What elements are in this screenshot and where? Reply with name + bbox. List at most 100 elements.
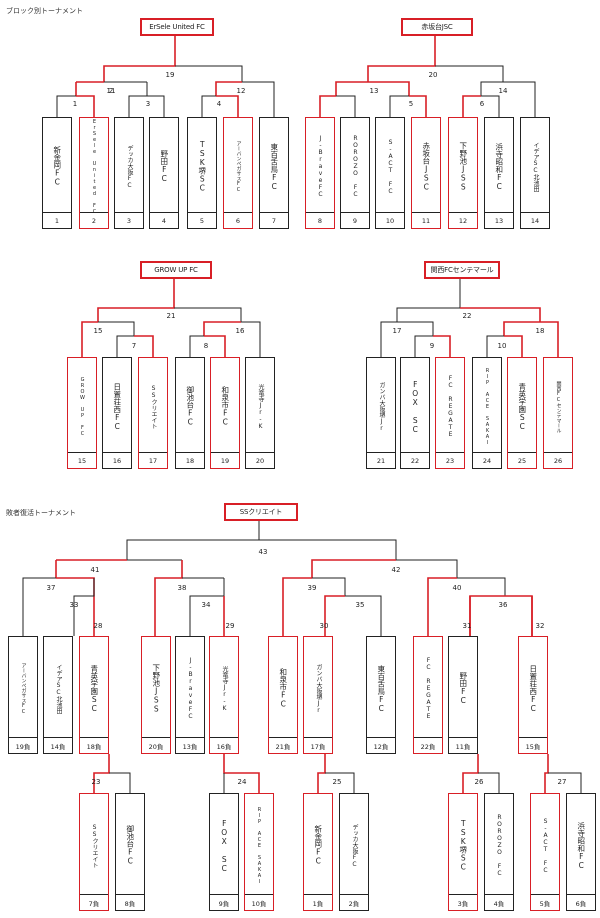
team-name: 下野池JSS [151,663,161,714]
team-name-area: S-ACT FC [376,123,404,210]
team-name-area: FOX SC [210,799,238,892]
bracket-line [317,754,326,793]
team-box: 浜寺昭和FC 13 [484,117,514,229]
team-name-area: S-ACT FC [531,799,559,892]
team-name-area: FC REGATE [436,363,464,450]
team-name: イデアSC北池田 [532,141,539,192]
team-name: 浜寺昭和FC [494,142,504,191]
match-number: 14 [498,87,508,95]
team-name: J-BraveFC [317,135,324,198]
bracket-line [505,595,533,636]
team-name: FOX SC [219,818,229,873]
bracket-line [312,577,346,596]
team-number: 15 [68,452,96,468]
team-name-area: SSクリエイト [80,799,108,892]
team-name: 新金岡FC [52,146,62,187]
bracket-line [540,321,559,357]
match-number: 17 [392,327,402,335]
bracket-line [81,321,98,357]
team-name-area: TSK堺SC [188,123,216,210]
team-name-area: 御池台FC [116,799,144,892]
team-name: 関西FCセンテマール [555,380,562,433]
team-name: 浜寺昭和FC [576,821,586,870]
bracket-line [76,95,95,117]
team-name: ガンバ大阪堺Jr [378,381,385,432]
team-number: 17負 [304,737,332,753]
team-name: 光竜寺Jr-K [257,383,264,430]
bracket-line [462,95,481,117]
team-number: 23 [436,452,464,468]
team-number: 6 [224,212,252,228]
winner-block-a: ErSele United FC [140,18,214,36]
match-number: 11 [106,87,116,95]
match-number: 35 [355,601,365,609]
match-number: 4 [216,100,222,108]
team-number: 8負 [116,894,144,910]
team-name-area: デッカ大阪FC [340,799,368,892]
team-name-area: ErSele United FC [80,119,108,215]
team-name-area: ガンバ大阪堺Jr [304,642,332,735]
winner-block-c: GROW UP FC [140,261,212,279]
team-name-area: デッカ大阪FC [115,123,143,210]
team-number: 20 [246,452,274,468]
bracket-line [201,95,216,117]
team-number: 13負 [176,737,204,753]
bracket-line [98,321,135,336]
bracket-line [128,95,147,117]
bracket-line [282,577,312,636]
team-name: TSK堺SC [458,819,468,872]
team-number: 22負 [414,737,442,753]
team-name: 光竜寺Jr-K [221,665,228,712]
match-number: 13 [369,87,379,95]
team-name: 東百舌鳥FC [269,142,279,191]
winner-consolation: SSクリエイト [224,503,298,521]
bracket-line [324,595,345,636]
team-name-area: SSクリエイト [139,363,167,450]
bracket-line [389,95,409,117]
team-name: FOX SC [410,379,420,434]
team-name-area: アーバンペガサスFC [9,642,37,735]
team-name-area: イデアSC北池田 [44,642,72,735]
bracket-line [203,321,241,336]
match-number: 6 [479,100,485,108]
team-name: 日置荘西FC [112,382,122,431]
team-name-area: 御池台FC [176,363,204,450]
match-number: 10 [497,342,507,350]
team-name: 和泉市FC [278,668,288,709]
match-number: 34 [201,601,211,609]
team-number: 21負 [269,737,297,753]
bracket-line [503,81,536,117]
match-number: 23 [91,778,101,786]
match-number: 41 [90,566,100,574]
bracket-line [242,81,275,117]
team-name: FC REGATE [447,375,454,438]
team-name: 下野池JSS [458,141,468,192]
team-name-area: ガンバ大阪堺Jr [367,363,395,450]
team-name: デッカ大阪FC [351,823,358,868]
team-name: RIP ACE SAKAI [256,806,263,885]
bracket-line [397,321,434,336]
match-number: 40 [452,584,462,592]
team-name-area: 光竜寺Jr-K [210,642,238,735]
bracket-line [175,65,243,82]
team-number: 13 [485,212,513,228]
bracket-line [93,754,110,793]
bracket-line [336,95,356,117]
bracket-line [134,335,154,357]
team-box: 和泉市FC 21負 [268,636,298,754]
bracket-line [204,335,226,357]
team-name: 東百舌鳥FC [376,664,386,713]
bracket-line [73,578,95,636]
team-name: デッカ大阪FC [126,144,133,189]
